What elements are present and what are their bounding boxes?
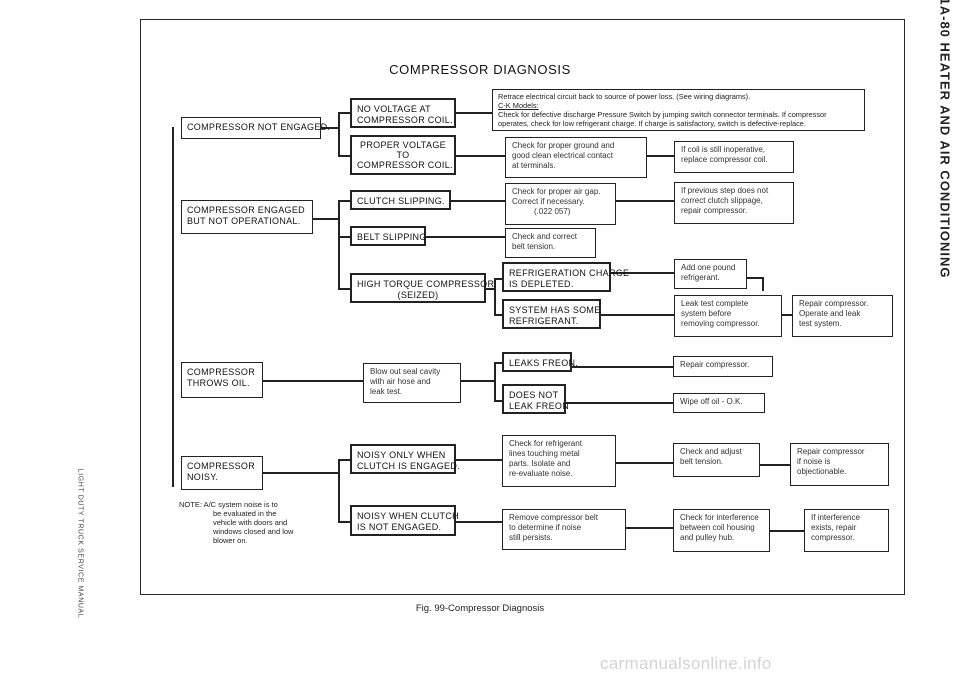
condition-noisy-clutch-not-engaged: NOISY WHEN CLUTCH IS NOT ENGAGED.: [350, 505, 459, 536]
connector-line: [338, 200, 340, 288]
connector-line: [456, 112, 492, 114]
action-repair-operate-leak-test: Repair compressor. Operate and leak test…: [792, 295, 893, 337]
action-blow-out-seal: Blow out seal cavity with air hose and l…: [363, 363, 461, 403]
connector-line: [320, 127, 338, 129]
connector-line: [494, 362, 496, 400]
action-repair-if-objectionable: Repair compressor if noise is objectiona…: [790, 443, 889, 486]
action-check-air-gap: Check for proper air gap. Correct if nec…: [505, 183, 616, 225]
diagram-frame: [140, 19, 905, 595]
connector-line: [263, 472, 338, 474]
connector-line: [782, 314, 792, 316]
action-check-interference: Check for interference between coil hous…: [673, 509, 770, 552]
connector-line: [461, 380, 494, 382]
connector-line: [486, 288, 494, 290]
condition-high-torque: HIGH TORQUE COMPRESSOR (SEIZED): [350, 273, 494, 303]
condition-clutch-slipping: CLUTCH SLIPPING.: [350, 190, 451, 210]
action-check-refrigerant-lines: Check for refrigerant lines touching met…: [502, 435, 616, 487]
action-wipe-oil: Wipe off oil - O.K.: [673, 393, 765, 413]
connector-line: [760, 464, 790, 466]
connector-line: [338, 459, 340, 521]
connector-line: [611, 272, 674, 274]
symptom-throws-oil: COMPRESSOR THROWS OIL.: [181, 362, 263, 398]
action-repair-compressor: Repair compressor.: [673, 356, 773, 377]
connector-line: [770, 530, 804, 532]
connector-line: [601, 314, 674, 316]
connector-line: [616, 462, 673, 464]
connector-line: [494, 314, 502, 316]
connector-line: [172, 127, 174, 487]
connector-line: [451, 200, 505, 202]
connector-line: [338, 112, 350, 114]
connector-line: [338, 521, 350, 523]
condition-does-not-leak: DOES NOT LEAK FREON: [502, 384, 569, 414]
condition-noisy-clutch-engaged: NOISY ONLY WHEN CLUTCH IS ENGAGED.: [350, 444, 460, 474]
connector-line: [338, 155, 350, 157]
action-add-refrigerant: Add one pound refrigerant.: [674, 259, 747, 289]
condition-leaks-freon: LEAKS FREON.: [502, 352, 578, 372]
connector-line: [338, 288, 350, 290]
connector-line: [338, 236, 350, 238]
note-text: NOTE: A/C system noise is to be evaluate…: [179, 500, 294, 545]
symptom-engaged-not-operational: COMPRESSOR ENGAGED BUT NOT OPERATIONAL.: [181, 200, 313, 234]
action-leak-test-system: Leak test complete system before removin…: [674, 295, 782, 337]
action-repair-clutch-slippage: If previous step does not correct clutch…: [674, 182, 794, 224]
connector-line: [262, 380, 363, 382]
condition-no-voltage: NO VOLTAGE AT COMPRESSOR COIL.: [350, 98, 456, 128]
connector-line: [616, 200, 674, 202]
connector-line: [647, 155, 674, 157]
connector-line: [494, 278, 502, 280]
action-correct-belt-tension: Check and correct belt tension.: [505, 228, 596, 258]
action-replace-coil: If coil is still inoperative, replace co…: [674, 141, 794, 173]
connector-line: [426, 236, 505, 238]
page-header: 1A-80 HEATER AND AIR CONDITIONING: [937, 0, 953, 279]
connector-line: [494, 278, 496, 314]
connector-line: [338, 112, 340, 155]
connector-line: [338, 200, 350, 202]
figure-caption: Fig. 99-Compressor Diagnosis: [415, 603, 545, 614]
watermark: carmanualsonline.info: [600, 654, 772, 673]
connector-line: [494, 362, 502, 364]
connector-line: [312, 218, 338, 220]
connector-line: [456, 459, 502, 461]
connector-line: [626, 527, 673, 529]
action-check-ground: Check for proper ground and good clean e…: [505, 137, 647, 178]
connector-line: [338, 459, 350, 461]
connector-line: [572, 366, 673, 368]
symptom-not-engaged: COMPRESSOR NOT ENGAGED.: [181, 117, 330, 139]
action-retrace-circuit: Retrace electrical circuit back to sourc…: [492, 89, 865, 131]
connector-line: [456, 521, 502, 523]
connector-line: [494, 400, 502, 402]
diagram-title: COMPRESSOR DIAGNOSIS: [389, 62, 571, 77]
condition-refrigeration-depleted: REFRIGERATION CHARGE IS DEPLETED.: [502, 262, 629, 292]
symptom-noisy: COMPRESSOR NOISY.: [181, 456, 263, 490]
connector-line: [747, 277, 763, 279]
action-remove-belt: Remove compressor belt to determine if n…: [502, 509, 626, 550]
action-repair-if-interference: If interference exists, repair compresso…: [804, 509, 889, 552]
action-adjust-belt-tension: Check and adjust belt tension.: [673, 443, 760, 477]
condition-belt-slipping: BELT SLIPPING: [350, 226, 426, 246]
manual-side-label: LIGHT DUTY TRUCK SERVICE MANUAL: [76, 468, 84, 619]
connector-line: [456, 155, 505, 157]
condition-proper-voltage: PROPER VOLTAGE TO COMPRESSOR COIL.: [350, 135, 456, 175]
condition-system-has-refrigerant: SYSTEM HAS SOME REFRIGERANT.: [502, 299, 601, 329]
connector-line: [566, 402, 673, 404]
connector-line: [762, 277, 764, 291]
